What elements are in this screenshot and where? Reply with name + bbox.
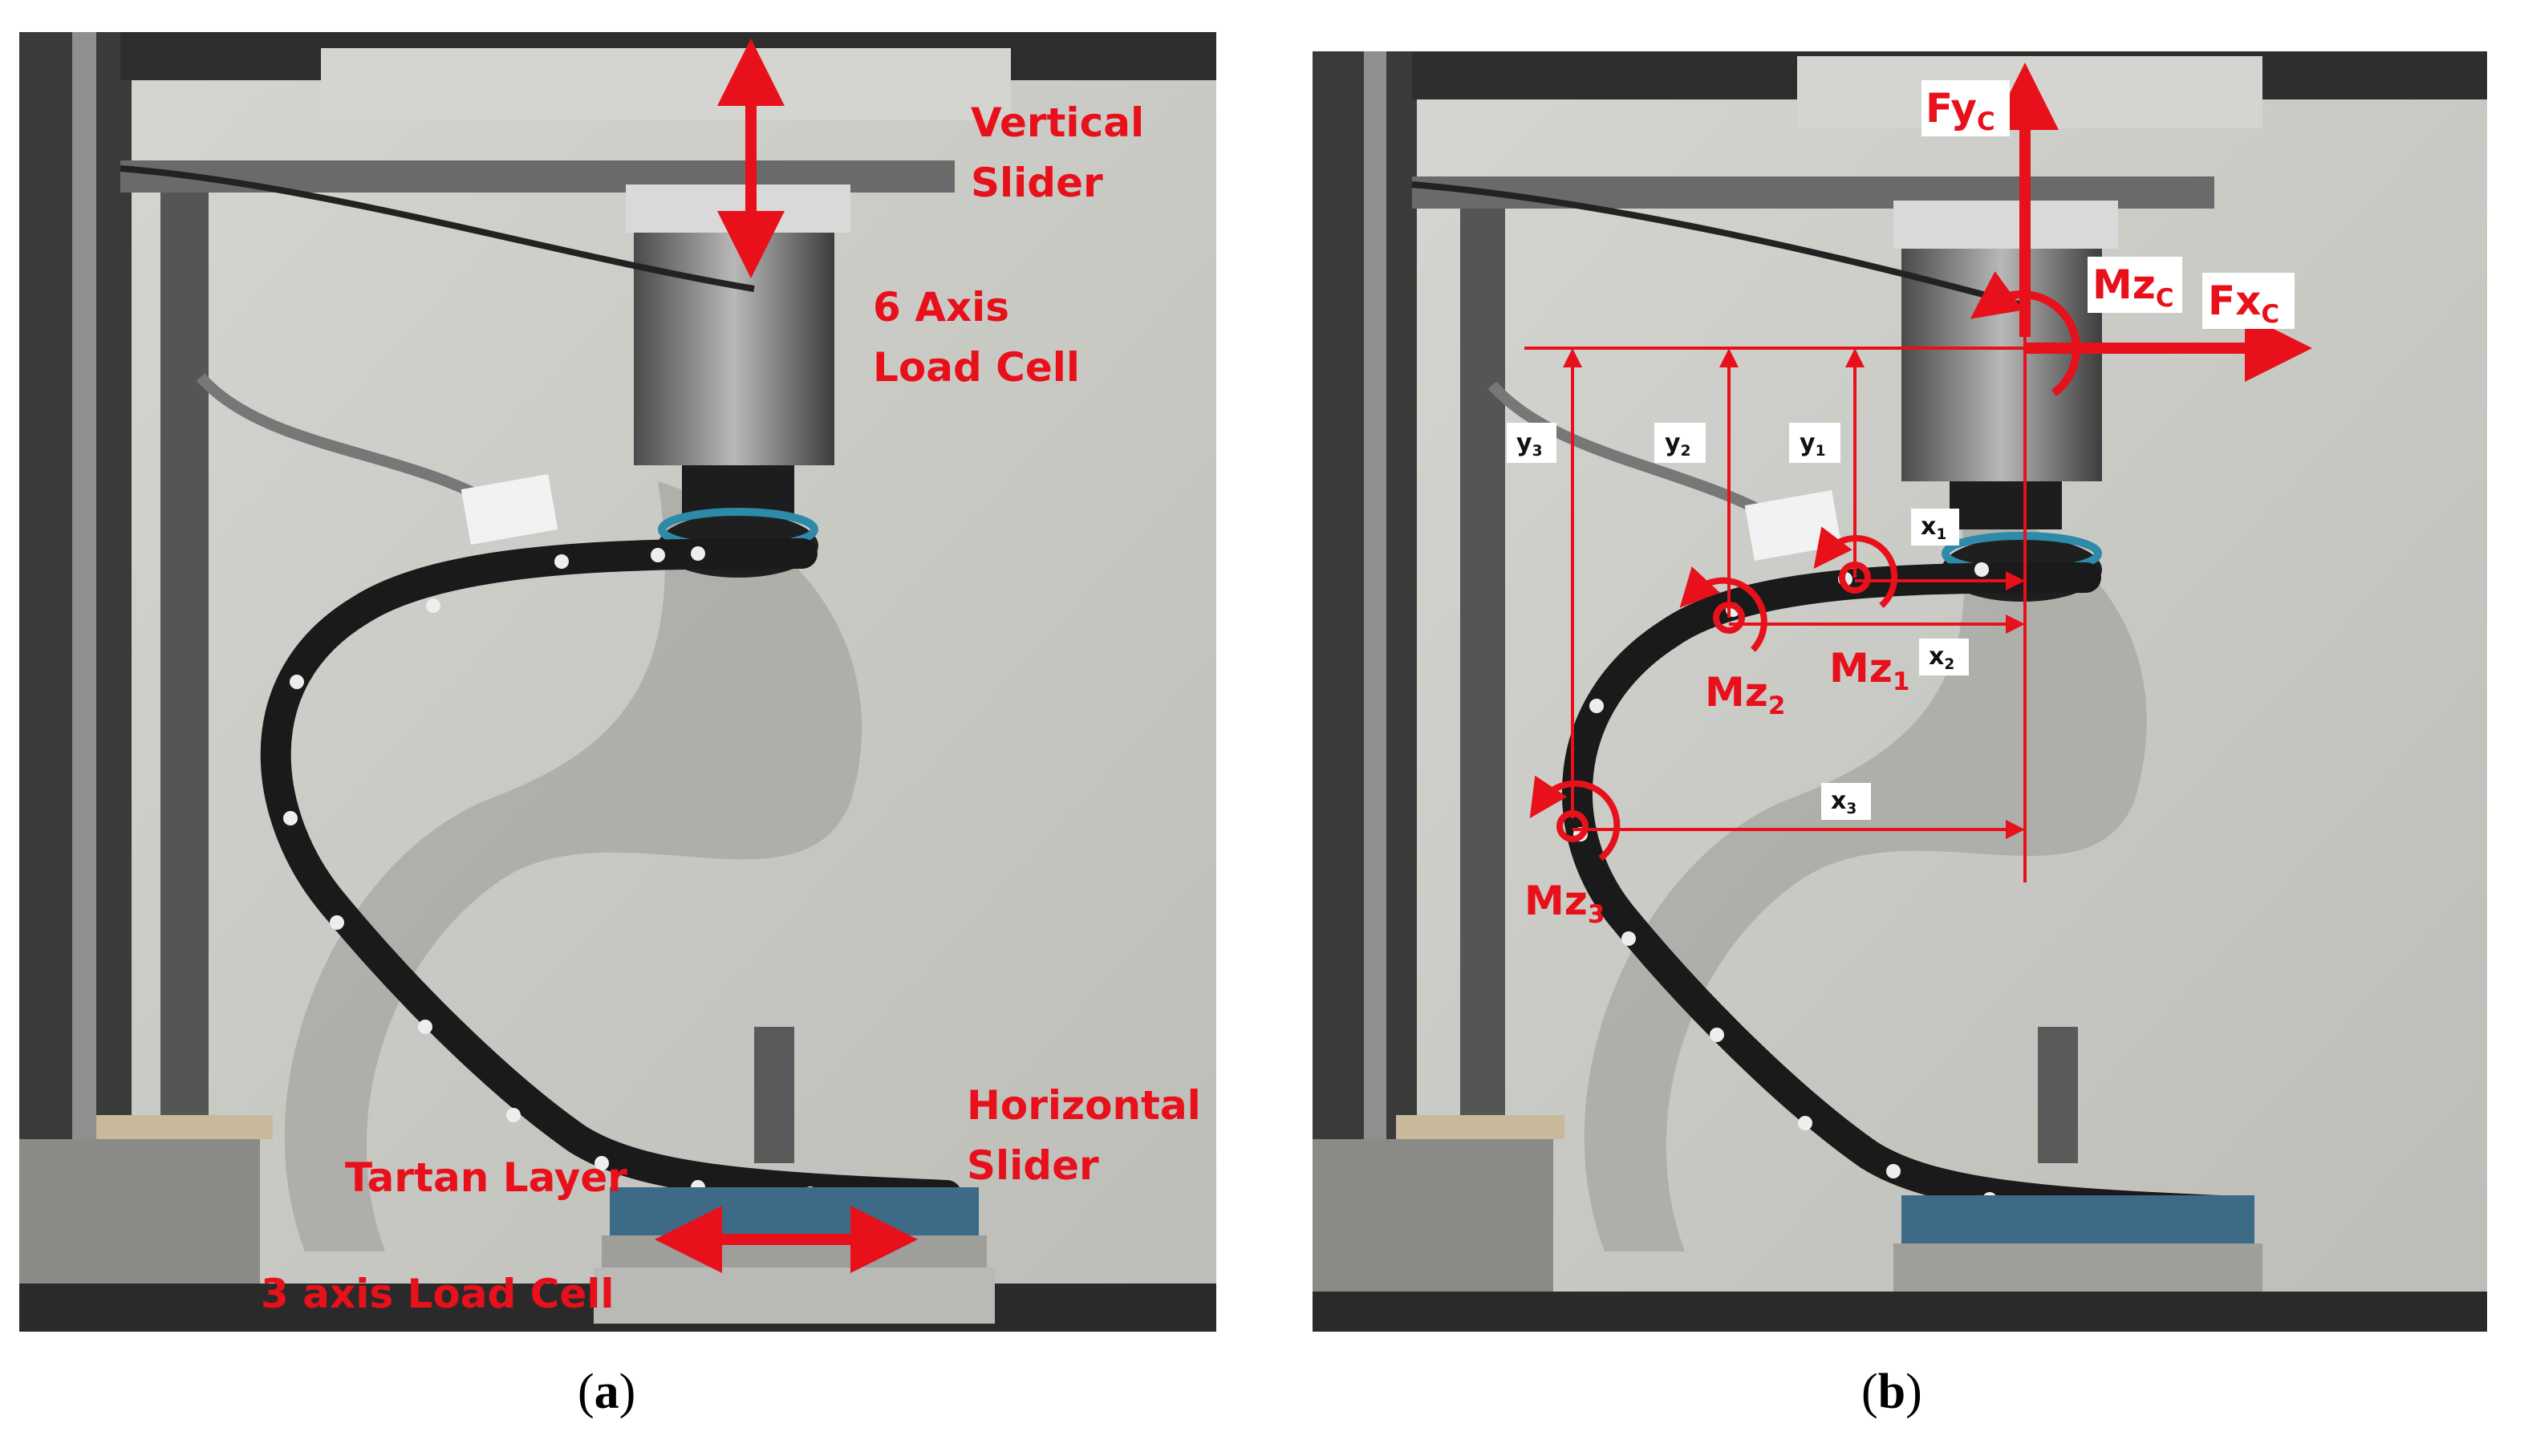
- x3-label-box: [1821, 783, 1871, 820]
- vertical-slider-label-line1: Vertical: [971, 99, 1144, 146]
- mz1-point: [1839, 562, 1871, 594]
- y1-label-box: [1789, 423, 1840, 463]
- horizontal-slider-label-line1: Horizontal: [967, 1082, 1201, 1129]
- y2-label-box: [1654, 423, 1706, 463]
- caption-b: (b): [1861, 1365, 1922, 1419]
- fy-label: FyC: [1925, 85, 1995, 136]
- photo-panel-b: [1313, 51, 2487, 1332]
- load-cell-3-label: 3 axis Load Cell: [261, 1271, 615, 1317]
- mz1-moment-arc: [1813, 526, 1898, 608]
- horizontal-slider-label-line2: Slider: [967, 1142, 1099, 1189]
- fx-label-box: [2202, 273, 2295, 329]
- mz3-moment-arc: [1529, 775, 1621, 862]
- fx-label: FxC: [2208, 278, 2279, 329]
- mzc-label-box: [2088, 257, 2182, 313]
- y3-label-box: [1507, 423, 1556, 463]
- panel-b-annotations: FyC FxC MzC y3 y2 y1 x1 x2 x3 Mz1 Mz2 Mz…: [1507, 63, 2312, 929]
- tartan-layer-label: Tartan Layer: [345, 1154, 627, 1201]
- x3-label: x3: [1831, 787, 1856, 817]
- mzc-label: MzC: [2092, 262, 2174, 313]
- photo-panel-a: [19, 32, 1216, 1332]
- mz3-label: Mz3: [1524, 878, 1605, 929]
- panel-a-annotations: Vertical Slider 6 Axis Load Cell Horizon…: [261, 38, 1201, 1317]
- y2-label: y2: [1665, 429, 1691, 460]
- load-cell-6-label-line1: 6 Axis: [873, 284, 1009, 331]
- load-cell-6-label-line2: Load Cell: [873, 344, 1080, 391]
- mz1-label: Mz1: [1829, 645, 1909, 696]
- mz2-moment-arc: [1679, 566, 1767, 652]
- y1-label: y1: [1800, 429, 1826, 460]
- mz2-label: Mz2: [1705, 669, 1785, 720]
- x2-label: x2: [1929, 643, 1954, 673]
- mz3-point: [1556, 810, 1589, 842]
- x2-label-box: [1919, 639, 1969, 675]
- vertical-slider-label-line2: Slider: [971, 160, 1103, 206]
- caption-a: (a): [578, 1365, 636, 1419]
- x1-label-box: [1911, 509, 1959, 545]
- fy-label-box: [1921, 80, 2010, 136]
- y3-label: y3: [1516, 429, 1543, 460]
- x1-label: x1: [1921, 513, 1946, 543]
- mz2-point: [1713, 602, 1745, 634]
- mzc-moment-arc: [1970, 271, 2080, 397]
